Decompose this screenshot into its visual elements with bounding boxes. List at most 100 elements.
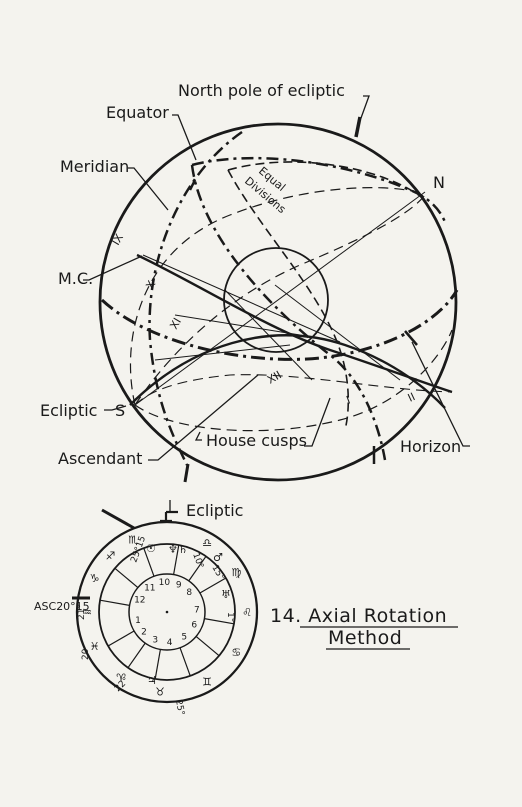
north-point-label: N (433, 173, 445, 192)
cusp-label-xi: XI (167, 316, 184, 332)
axis-line-3 (174, 314, 301, 336)
cusp-label-i: I (345, 393, 353, 406)
sphere-outline (98, 122, 458, 482)
equal-divisions-arc (227, 161, 426, 201)
axis-line-5 (274, 284, 401, 381)
house-cusp-arc-2 (134, 329, 453, 432)
house-number: 11 (144, 583, 155, 593)
asc-label: ASC20°15 (34, 600, 90, 613)
zodiac-sign-glyph: ♒ (82, 606, 92, 619)
ecliptic-arc (129, 334, 446, 409)
house-cusp-spoke (143, 547, 155, 577)
house-cusp-arc-4 (134, 374, 453, 406)
north-pole-tick (354, 116, 362, 138)
meridian-leader (128, 167, 169, 211)
zodiac-sign-glyph: ♉ (155, 686, 165, 699)
neptune-glyph: ♆ (168, 543, 178, 556)
house-cusp-spoke (107, 630, 135, 647)
horizon-tick (404, 330, 418, 346)
axis-line-1 (134, 191, 426, 406)
house-cusp-spoke (99, 599, 130, 606)
meridian-label: Meridian (60, 157, 129, 176)
celestial-sphere (98, 116, 459, 483)
sun-glyph: ☉ (146, 542, 156, 555)
zodiac-sign-glyph: ♏ (128, 534, 138, 547)
equator-tick (188, 179, 197, 191)
wheel-spokes (99, 544, 235, 680)
zodiac-sign-glyph: ♌ (242, 606, 252, 619)
caption-line-1: 14. Axial Rotation (270, 605, 447, 627)
house-number: 1 (135, 616, 141, 626)
house-cusp-arc-1 (129, 187, 426, 406)
equator-front-arc (190, 164, 387, 461)
degree-note-25: 25° (173, 699, 186, 716)
axis-line-6 (154, 344, 291, 361)
house-number: 6 (191, 621, 197, 631)
caption: 14. Axial Rotation Method (270, 605, 458, 650)
cusp-label-xii: XII (265, 368, 284, 386)
house-cusp-spoke (114, 567, 139, 589)
mc-label: M.C. (58, 269, 93, 288)
house-cusp-spoke (173, 544, 180, 575)
ecliptic-lower-arc (136, 253, 453, 394)
house-number: 7 (194, 605, 200, 615)
house-cusp-spoke (188, 555, 207, 582)
meridian-arc (148, 130, 243, 466)
house-cusp-arc-3 (134, 194, 426, 406)
zodiac-sign-glyph: ♎ (202, 537, 212, 550)
zodiac-sign-glyph: ♑ (90, 572, 100, 585)
house-cusps-leader-left (194, 431, 202, 441)
horizon-leader (411, 341, 470, 447)
house-number: 9 (176, 580, 182, 590)
axis-line-4 (224, 289, 313, 381)
house-number: 2 (141, 627, 147, 637)
house-cusp-spoke (204, 618, 235, 625)
zodiac-sign-glyph: ♍ (231, 566, 241, 579)
wheel-center-dot (165, 610, 169, 614)
uranus-glyph: ♅ (221, 588, 231, 601)
degree-note-20: 20 (81, 648, 91, 660)
zodiac-sign-glyph: ♈ (116, 672, 126, 685)
house-cusp-spoke (195, 635, 220, 657)
house-number: 12 (134, 595, 145, 605)
division-arc-2 (227, 169, 350, 431)
north-pole-label: North pole of ecliptic (178, 81, 345, 100)
degree-note-1: 1° (225, 612, 235, 622)
south-pole-tick (183, 463, 190, 483)
degree-note-21: 21° (77, 604, 87, 620)
zodiac-sign-glyph: ♊ (202, 675, 212, 688)
house-number: 8 (186, 588, 192, 598)
house-number: 4 (167, 638, 173, 648)
house-cusp-spoke (179, 647, 191, 677)
house-number: 5 (181, 633, 187, 643)
house-cusps-label: House cusps (206, 431, 307, 450)
south-point-label: S (115, 401, 125, 420)
house-cusp-spoke (127, 642, 146, 669)
wheel-middle-circle (98, 543, 236, 681)
sign-glyph-group: ♏♐♑♒♓♈♉♊♋♌♍♎ (82, 534, 252, 699)
cusp-label-ix: IX (109, 231, 126, 247)
house-cusps-leader (304, 397, 331, 447)
ecliptic-marker (160, 510, 178, 523)
equator-arc (191, 156, 447, 223)
ecliptic-leader (104, 405, 127, 411)
zodiac-sign-glyph: ♐ (105, 549, 115, 562)
equator-leader (172, 114, 197, 161)
mc-leader (83, 255, 143, 281)
mars-glyph: ♂ (213, 551, 223, 564)
horizon-arc (100, 289, 459, 361)
zodiac-sign-glyph: ♓ (90, 640, 100, 653)
mc-axis-line (101, 508, 135, 530)
equator-label: Equator (106, 103, 169, 122)
wheel-ecliptic-label: Ecliptic (186, 501, 243, 520)
horizon-label: Horizon (400, 437, 461, 456)
ascendant-leader (148, 374, 259, 461)
cusp-label-x: X (143, 278, 158, 291)
axis-line-2 (142, 254, 341, 343)
house-number: 10 (159, 578, 171, 588)
north-pole-leader (360, 95, 370, 119)
